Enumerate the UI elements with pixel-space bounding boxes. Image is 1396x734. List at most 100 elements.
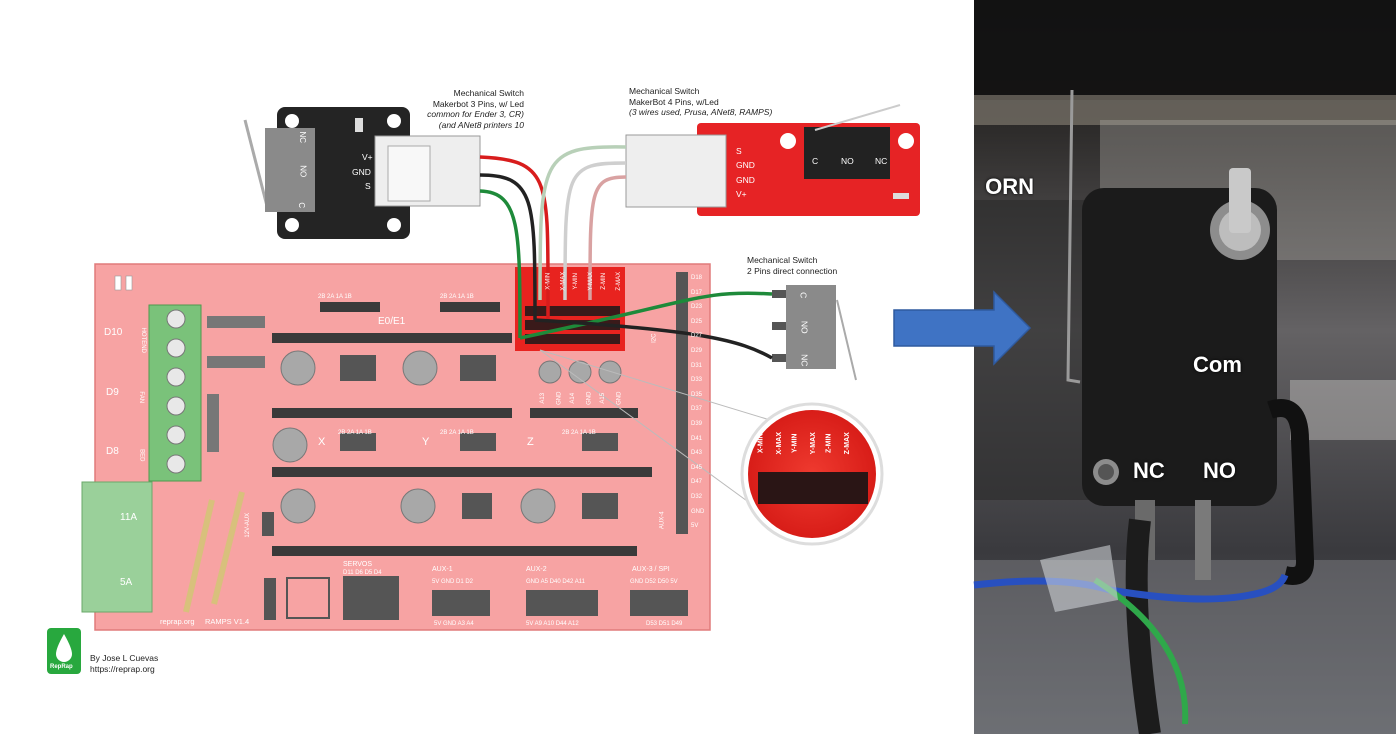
twelve-aux-label: 12V-AUX (245, 512, 252, 538)
right-pin-label: D33 (691, 377, 703, 384)
right-pin-label: D31 (691, 362, 703, 369)
servos-label: SERVOS (343, 561, 373, 568)
bed-label: BED (138, 449, 145, 462)
aux1-bottom-pins: 5V GND A3 A4 (434, 621, 474, 627)
photo-no-label: NO (1203, 458, 1236, 483)
right-pin-label: D39 (691, 421, 703, 427)
right-pin-label: D37 (691, 406, 703, 413)
sw4-caption: Mechanical Switch MakerBot 4 Pins, w/Led… (629, 86, 772, 118)
sw4-no-label: NO (841, 156, 854, 166)
arrow-right-icon (893, 290, 1032, 366)
sw4-sub: MakerBot 4 Pins, w/Led (629, 96, 719, 107)
right-pin-label: D43 (691, 450, 703, 457)
endstop-zoom-label: Y-MAX (809, 432, 817, 455)
endstop-board-label: Z-MIN (601, 272, 608, 290)
servo-pins-label: D11 D6 D5 D4 (343, 570, 382, 576)
sw4-s-label: S (736, 146, 742, 156)
analog-pin-label: GND (616, 391, 623, 405)
endstop-board-label: Z-MAX (616, 271, 623, 291)
right-pin-label: D27 (691, 333, 703, 340)
motor-pins-e0: 2B 2A 1A 1B (318, 294, 352, 300)
sw3-sub: Makerbot 3 Pins, w/ Led (432, 98, 524, 109)
sw3-note1: (common for Ender 3, CR (427, 109, 524, 119)
endstop-board-label: Y-MAX (587, 272, 594, 291)
axis-x-label: X (318, 436, 326, 448)
fan-label: FAN (138, 391, 145, 404)
right-pin-label: D23 (691, 304, 703, 311)
sw2-title: Mechanical Switch (747, 255, 818, 265)
aux3-label: AUX-3 / SPI (632, 566, 670, 573)
sw3-no-label: NO (298, 165, 308, 178)
wires (479, 145, 773, 360)
motor-pins-e1: 2B 2A 1A 1B (440, 294, 474, 300)
sw4-title: Mechanical Switch (629, 86, 700, 96)
motor-pins-x: 2B 2A 1A 1B (338, 430, 372, 436)
d9-label: D9 (106, 387, 119, 398)
reprap-logo-text: RepRap (50, 664, 73, 670)
sw2-caption: Mechanical Switch 2 Pins direct connecti… (747, 255, 837, 276)
motor-pins-y: 2B 2A 1A 1B (440, 430, 474, 436)
sw3-title: Mechanical Switch (453, 88, 524, 98)
aux1-top-pins: 5V GND D1 D2 (432, 579, 474, 585)
ramps-board (81, 263, 781, 631)
sw3-gnd-label: GND (352, 167, 371, 177)
endstop-zoom-label: Z-MIN (825, 433, 833, 453)
sw3-note2: 10 and ANet8 printers) (438, 119, 524, 130)
d8-label: D8 (106, 446, 119, 457)
right-pin-label: D45 (691, 464, 703, 471)
endstop-zoom-label: Z-MAX (843, 432, 851, 455)
right-pin-label: D18 (691, 275, 703, 281)
motor-pins-z: 2B 2A 1A 1B (562, 430, 596, 436)
endstop-zoom-label: X-MAX (776, 431, 784, 455)
right-pin-label: D32 (691, 494, 703, 500)
board-site-label: reprap.org (160, 617, 195, 626)
sw4-nc-label: NC (875, 156, 888, 166)
analog-pin-label: GND (556, 391, 563, 405)
credit-block: By Jose L Cuevas https://reprap.org (90, 653, 158, 674)
endstop-zoom-circle (740, 402, 884, 546)
photo-corner-label: ORN (985, 174, 1034, 199)
power-5a-label: 5A (120, 577, 133, 588)
sw3-s-label: S (365, 181, 371, 191)
switch-photo (973, 0, 1396, 734)
axis-z-label: Z (527, 436, 534, 448)
sw4-note: (3 wires used, Prusa, ANet8, RAMPS) (629, 107, 773, 117)
photo-com-label: Com (1193, 352, 1242, 377)
sw4-gnd1-label: GND (736, 160, 755, 170)
switch-3pin (243, 107, 481, 239)
aux3-bottom-pins: D53 D51 D49 (646, 621, 683, 627)
switch-4pin (625, 104, 920, 216)
analog-pin-label: A14 (570, 392, 577, 404)
endstop-board-label: Y-MIN (572, 273, 579, 290)
analog-pin-label: A15 (600, 392, 607, 404)
sw4-c-label: C (812, 156, 819, 166)
aux4-label: AUX-4 (659, 511, 666, 530)
aux2-top-pins: GND A5 D40 D42 A11 (526, 579, 585, 585)
right-pin-label: D47 (691, 479, 703, 486)
sw3-caption: Mechanical Switch Makerbot 3 Pins, w/ Le… (427, 88, 524, 130)
analog-pin-label: A13 (540, 392, 547, 404)
endstop-board-label: X-MIN (545, 272, 552, 290)
right-pin-label: 5V (691, 523, 699, 530)
axis-y-label: Y (422, 436, 430, 448)
endstop-board-label: X-MAX (560, 271, 567, 291)
e0e1-label: E0/E1 (378, 316, 406, 327)
right-pin-label: D29 (691, 348, 703, 354)
i2c-label: I2C (651, 333, 658, 343)
sw2-no-label: NO (799, 320, 810, 334)
hotend-label: HOTEND (139, 327, 146, 353)
credit-author: By Jose L Cuevas (90, 653, 159, 663)
right-pin-label: D41 (691, 435, 703, 442)
right-pin-label: D17 (691, 289, 703, 296)
reprap-logo (47, 628, 81, 674)
power-11a-label: 11A (120, 512, 138, 523)
right-pin-label: GND (691, 508, 705, 515)
sw4-vplus-label: V+ (736, 189, 747, 199)
sw2-nc-label: NC (799, 354, 810, 367)
sw2-sub: 2 Pins direct connection (747, 265, 838, 276)
endstop-zoom-label: X-MIN (757, 433, 765, 454)
sw4-gnd2-label: GND (736, 175, 755, 185)
endstop-zoom-label: Y-MIN (791, 433, 799, 453)
